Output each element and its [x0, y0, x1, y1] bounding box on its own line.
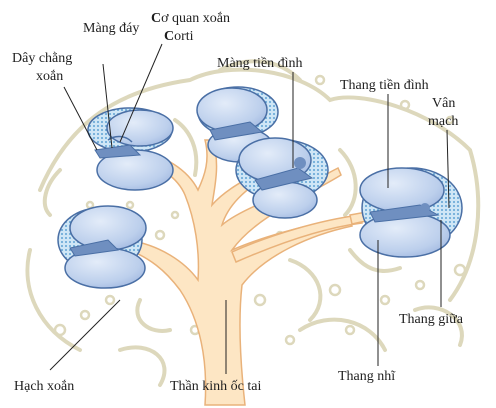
leader-co-quan — [119, 43, 163, 143]
turn-lower-left — [57, 205, 147, 289]
label-thang-nhi: Thang nhĩ — [338, 369, 396, 384]
turn-right — [359, 167, 463, 258]
label-than-kinh: Thần kinh ốc tai — [170, 379, 261, 394]
bony-background — [25, 59, 481, 387]
turn-top-center — [196, 86, 279, 163]
turn-upper-left — [87, 107, 174, 191]
leader-day-chang — [63, 86, 98, 151]
label-mang-day: Màng đáy — [83, 21, 139, 36]
leader-lines — [49, 43, 450, 374]
label-day-chang-line2: xoắn — [36, 69, 63, 84]
label-mang-tien-dinh: Màng tiền đình — [217, 56, 303, 71]
label-hach-xoan: Hạch xoắn — [14, 379, 74, 394]
label-co-quan-line1: Cơ quan xoắn — [151, 11, 230, 26]
label-van-mach-line1: Vân — [432, 96, 455, 111]
turn-center-right — [235, 137, 329, 219]
label-co-quan-line2: Corti — [164, 29, 194, 44]
label-thang-tien-dinh: Thang tiền đình — [340, 78, 429, 93]
leader-hach-xoan — [49, 299, 121, 371]
label-thang-giua: Thang giữa — [399, 312, 464, 327]
labels: Màng đáy Cơ quan xoắn Corti Dây chằng xo… — [12, 11, 464, 394]
leader-mang-day — [102, 63, 113, 149]
leader-van-mach — [446, 129, 450, 209]
label-van-mach-line2: mạch — [428, 114, 458, 129]
label-day-chang-line1: Dây chằng — [12, 51, 72, 66]
